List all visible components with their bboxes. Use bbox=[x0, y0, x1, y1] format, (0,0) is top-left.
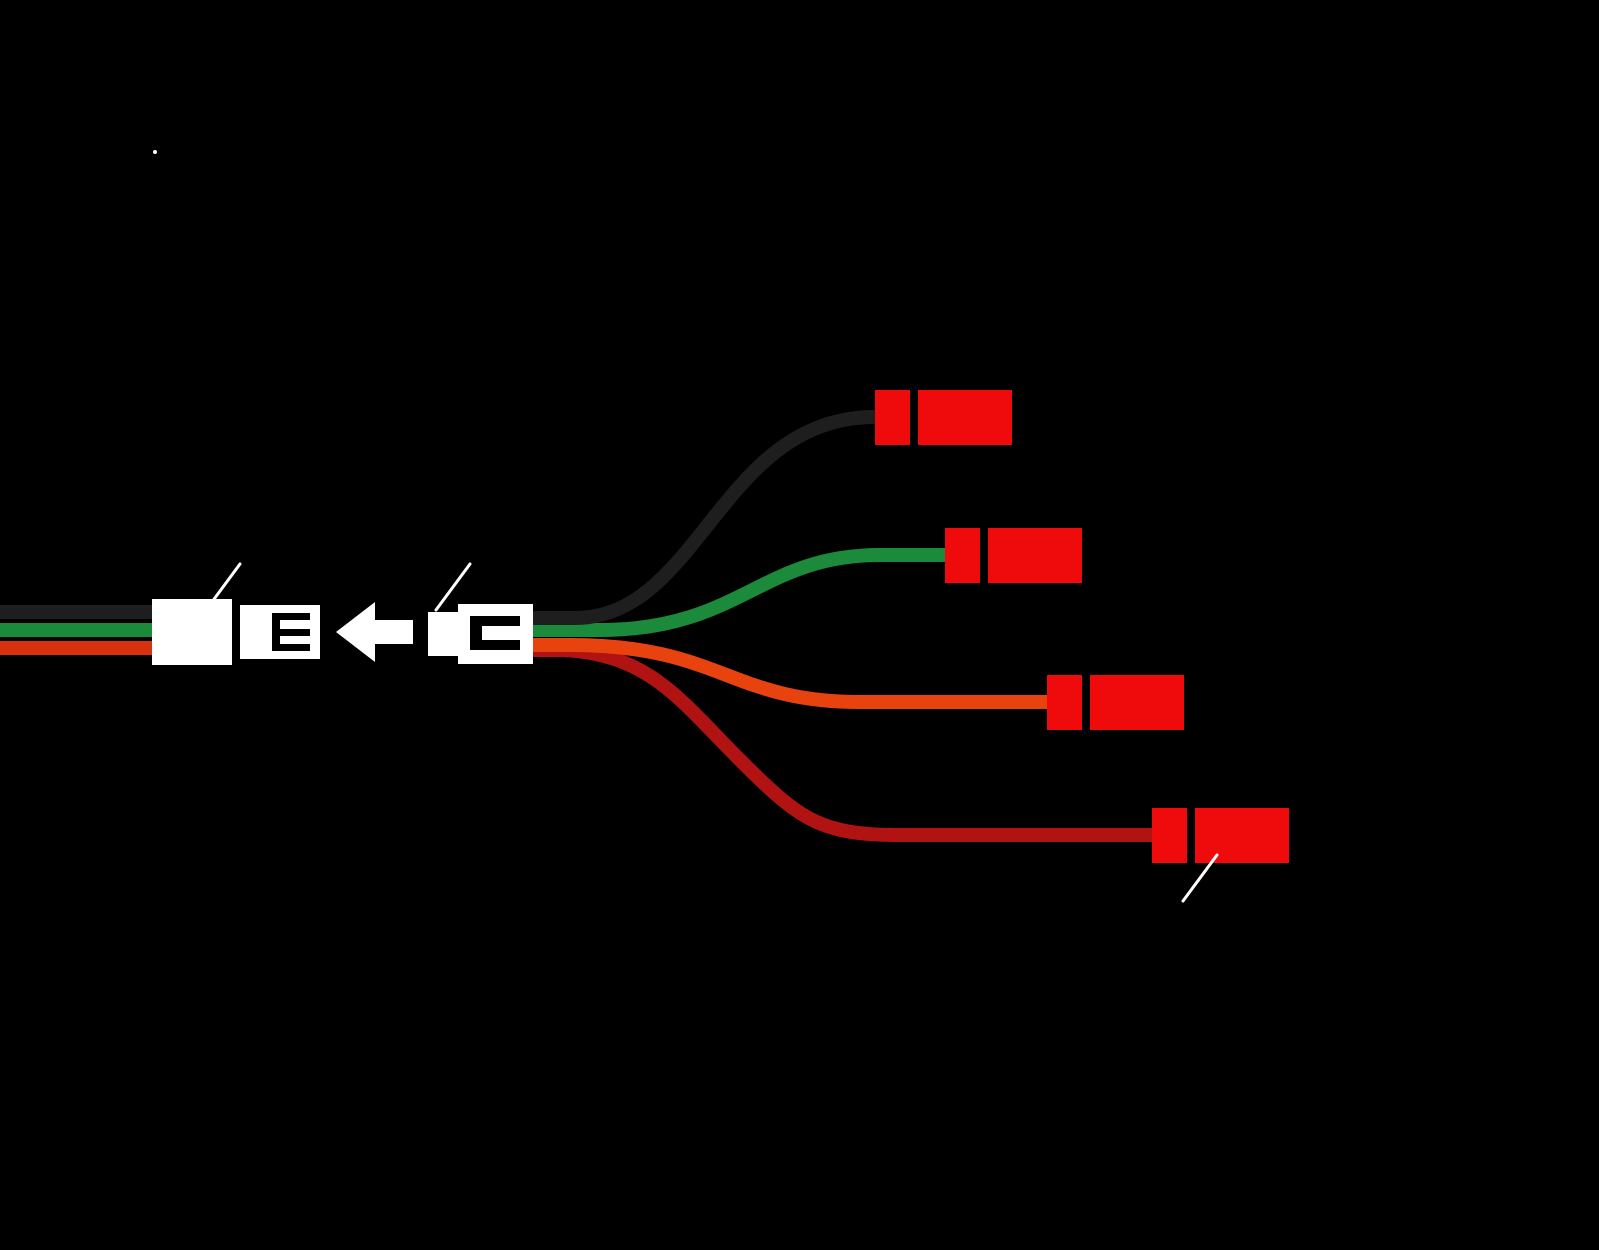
stray-dot bbox=[153, 150, 157, 154]
mating-direction-arrow-icon bbox=[336, 602, 413, 662]
spade-terminal-green-wire bbox=[945, 528, 1082, 583]
leader-line-terminal bbox=[1181, 853, 1219, 903]
leader-line-right-connector bbox=[434, 562, 472, 612]
branch-wire-orange bbox=[530, 638, 1047, 709]
left-connector-terminal-detail bbox=[272, 613, 310, 651]
branch-wire-black bbox=[530, 410, 876, 625]
spade-terminal-dark-red-wire bbox=[1152, 808, 1289, 863]
spade-terminal-orange-wire bbox=[1047, 675, 1184, 730]
branch-wire-green bbox=[530, 548, 945, 637]
spade-terminal-black-wire bbox=[875, 390, 1012, 445]
branch-wire-dark-red bbox=[530, 643, 1152, 842]
leader-line-left-connector bbox=[204, 562, 242, 612]
right-connector-terminal-detail bbox=[470, 616, 520, 650]
